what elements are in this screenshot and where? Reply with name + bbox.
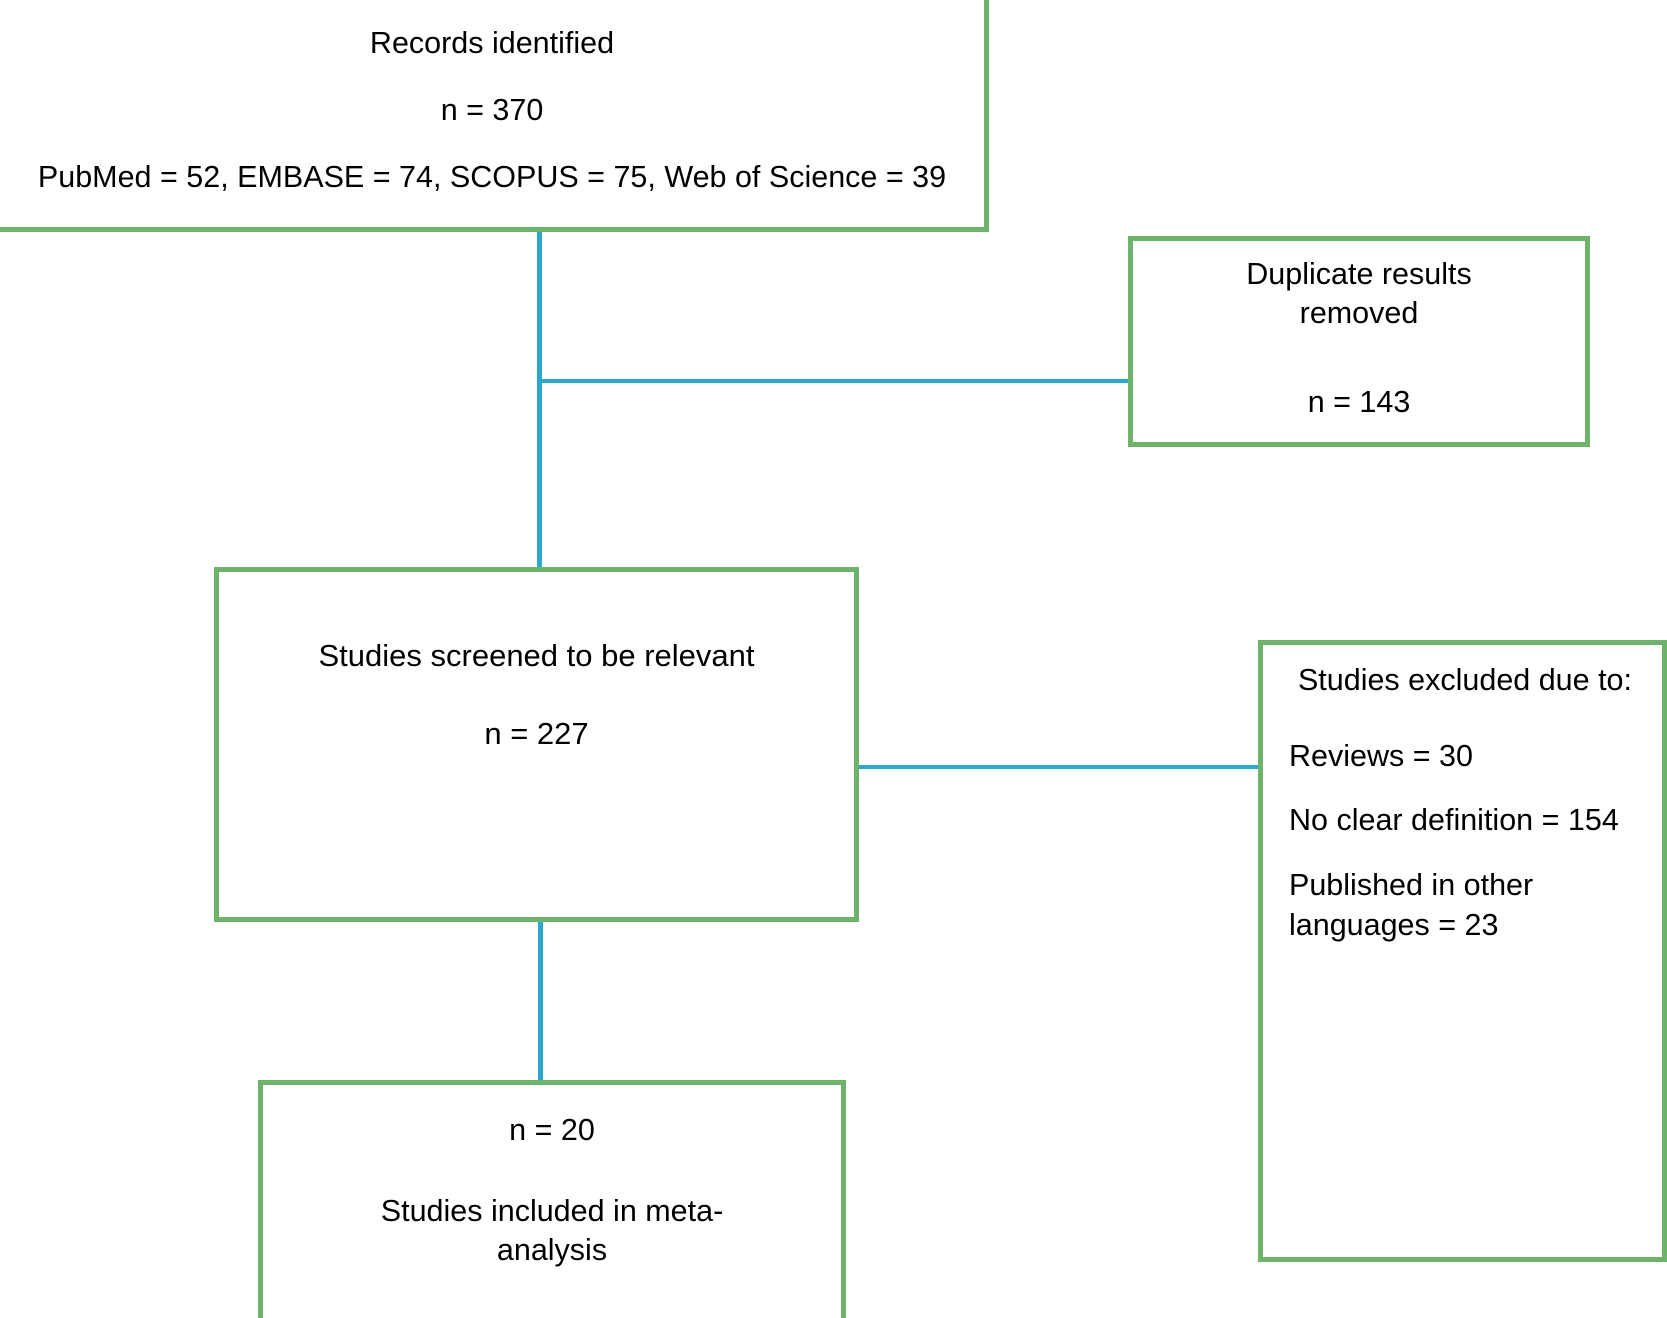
studies-screened-count: n = 227	[484, 715, 589, 751]
included-meta-count: n = 20	[509, 1113, 595, 1147]
node-studies-excluded: Studies excluded due to: Reviews = 30 No…	[1258, 640, 1667, 1262]
node-included-meta-analysis: n = 20 Studies included in meta- analysi…	[258, 1080, 846, 1318]
studies-excluded-reason-no-clear-definition: No clear definition = 154	[1289, 803, 1619, 838]
records-identified-sources: PubMed = 52, EMBASE = 74, SCOPUS = 75, W…	[37, 159, 947, 194]
connector-screened-to-excluded	[857, 765, 1261, 769]
duplicates-removed-count: n = 143	[1307, 385, 1411, 420]
connector-screened-to-included	[538, 919, 543, 1083]
node-records-identified: Records identified n = 370 PubMed = 52, …	[0, 0, 989, 232]
records-identified-count: n = 370	[440, 92, 544, 127]
studies-excluded-reason-reviews: Reviews = 30	[1289, 739, 1473, 774]
records-identified-label: Records identified	[369, 25, 615, 60]
studies-excluded-reason-other-languages: Published in other languages = 23	[1289, 867, 1542, 942]
node-duplicates-removed: Duplicate results removed n = 143	[1128, 236, 1590, 447]
connector-records-to-duplicates	[539, 379, 1131, 383]
included-meta-label: Studies included in meta- analysis	[380, 1194, 724, 1268]
connector-records-to-screened	[537, 230, 542, 570]
duplicates-removed-label: Duplicate results removed	[1246, 257, 1472, 331]
studies-screened-label: Studies screened to be relevant	[318, 638, 755, 673]
node-studies-screened: Studies screened to be relevant n = 227	[214, 567, 859, 922]
studies-excluded-header: Studies excluded due to:	[1297, 663, 1632, 697]
